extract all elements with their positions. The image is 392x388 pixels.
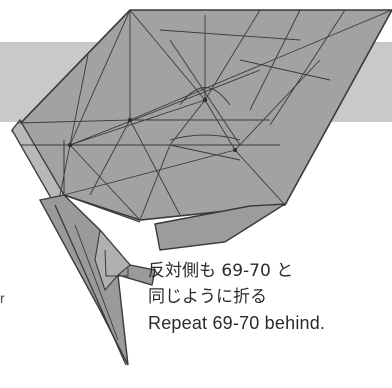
tail-edge-line (54, 204, 127, 366)
crease-points (67, 97, 237, 152)
edge-fragment-text: r (0, 290, 5, 306)
caption-ja-line-2: 同じように折る (148, 287, 267, 307)
crease-arcs (169, 87, 241, 141)
caption-en: Repeat 69-70 behind. (148, 313, 326, 333)
origami-tail (38, 194, 156, 366)
tail-step-line (104, 249, 129, 277)
origami-body-upper (11, 9, 392, 221)
tail-crease-line (74, 224, 119, 341)
caption-ja-line-1: 反対側も 69-70 と (148, 261, 294, 281)
origami-wing (154, 203, 288, 251)
step-caption: 反対側も 69-70 と 同じように折る Repeat 69-70 behind… (148, 258, 325, 336)
body-lower-edge (63, 194, 141, 223)
crease-lines (17, 9, 392, 221)
origami-tail-inner (94, 228, 131, 292)
